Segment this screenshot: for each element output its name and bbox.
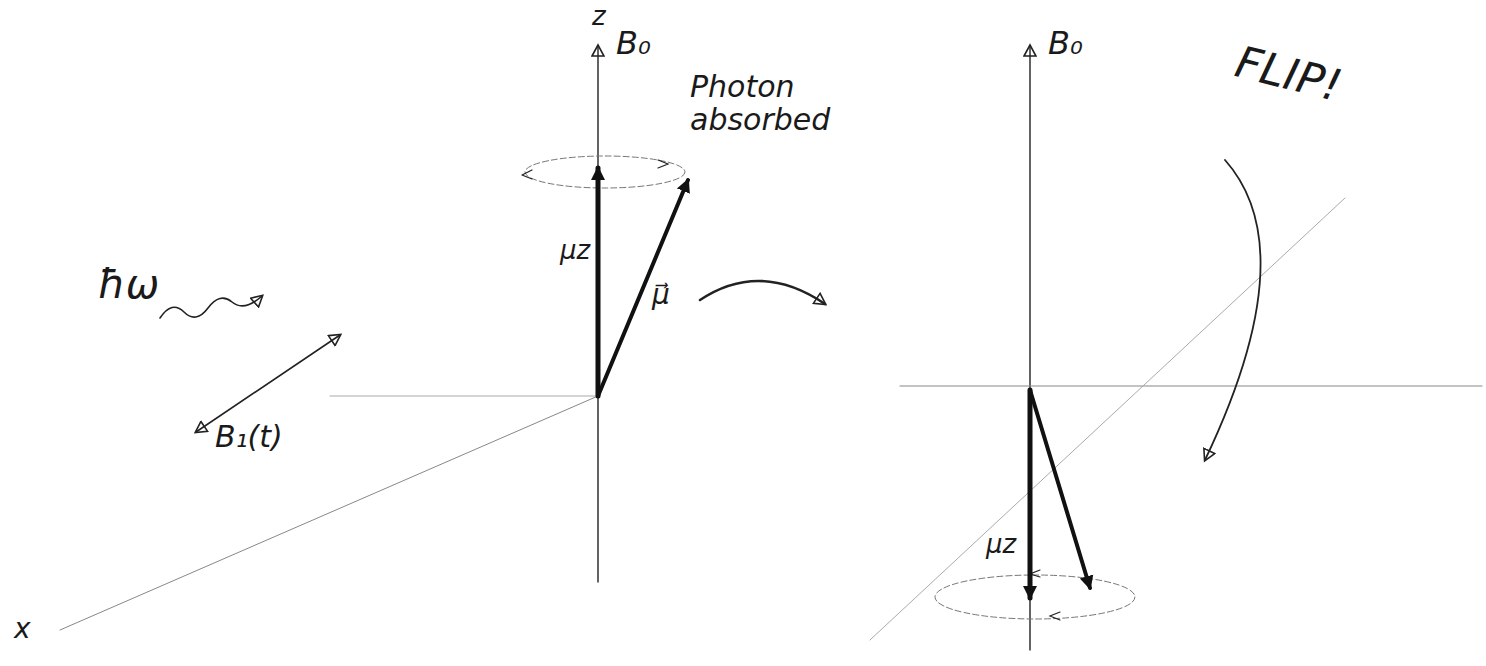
note-label: Photon absorbed xyxy=(690,70,850,136)
field-label: B₀ xyxy=(616,26,651,61)
axis-label: z xyxy=(592,2,606,31)
field-label: B₁(t) xyxy=(215,420,283,453)
moment-label: μz xyxy=(560,236,590,265)
moment-label: μ⃗ xyxy=(652,280,670,311)
photon-label: ħω xyxy=(98,262,159,306)
moment-label: μz xyxy=(986,530,1016,559)
note-label: FLIP! xyxy=(1231,38,1347,111)
axis-label: x xyxy=(14,614,31,645)
field-label: B₀ xyxy=(1048,26,1083,61)
